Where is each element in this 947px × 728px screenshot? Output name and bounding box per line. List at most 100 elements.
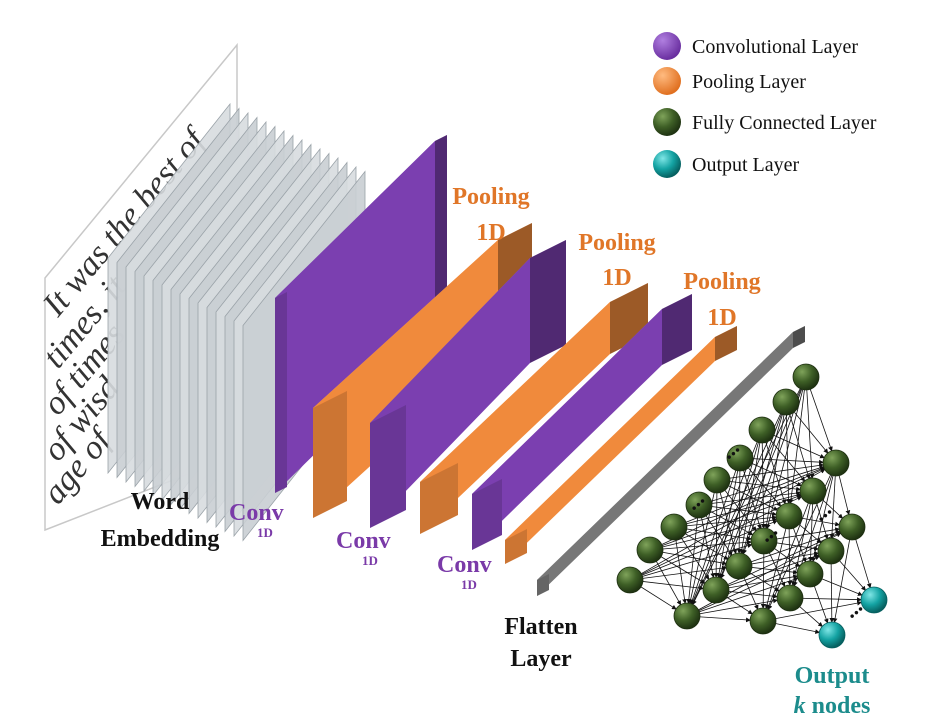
flatten-layer-right-face [793,326,805,348]
fc-node [799,477,827,505]
fc-connection [832,526,853,624]
fc-connection [811,462,837,563]
fc-connection [791,490,814,587]
output-k-variable: k [794,693,806,719]
conv-layer-3-front-face [472,309,662,550]
fc-connection [715,554,820,591]
word-embedding-stack [107,102,366,542]
fc-connection [736,457,742,554]
output-label-line1: Output [795,663,870,689]
conv-layer-3-edge-face [472,479,502,550]
fc-connection [788,376,807,504]
fc-connection [765,376,807,530]
pooling-layer-3-edge-face [505,529,527,564]
fc-node [792,363,820,391]
pooling-sub-label-2: 1D [602,265,631,291]
conv-layer-1 [275,135,447,493]
conv-layer-2-edge-face [370,405,406,528]
fc-connections [629,376,872,634]
fc-connection [649,517,778,551]
fc-connection [673,492,802,528]
fc-node [703,466,731,494]
fc-connection [698,465,825,506]
fc-connection [716,457,741,578]
legend-conv-swatch [653,32,681,60]
fc-connection [764,515,790,610]
fc-connection [739,429,763,554]
conv-layer-1-right-face [435,135,447,336]
word-embedding-label-line1: Word [131,489,190,515]
pooling-layer-3-front-face [505,337,715,564]
fc-connection [766,490,814,610]
fc-node [796,560,824,588]
fc-node [673,602,701,630]
conv-sub-label-2: 1D [362,553,378,568]
fc-connection [785,401,791,504]
fc-node [775,502,803,530]
fc-node [748,416,776,444]
output-node [860,586,888,614]
fc-node [660,513,688,541]
pooling-label-2: Pooling [578,230,655,256]
legend-fc-label: Fully Connected Layer [692,112,877,134]
fc-connection [629,496,803,581]
layer-blocks [275,135,805,596]
pooling-sub-label-3: 1D [707,305,736,331]
flatten-layer-edge-face [537,574,549,596]
fc-node [776,584,804,612]
fc-connection [690,457,741,605]
fc-node [726,444,754,472]
flatten-layer [537,326,805,596]
legend-output-swatch [653,150,681,178]
fc-node [817,537,845,565]
pooling-layer-2-edge-face [420,463,458,534]
legend-fc-swatch [653,108,681,136]
pooling-layer-3 [505,326,737,564]
legend-output-label: Output Layer [692,154,800,176]
legend: Convolutional Layer Pooling Layer Fully … [653,32,877,178]
fc-connection [716,479,801,492]
fc-nodes [616,363,888,649]
legend-pool-swatch [653,67,681,95]
fc-connection [649,539,752,551]
fc-connection [688,479,718,605]
pooling-layer-1 [313,223,532,518]
conv-layer-2-front-face [370,258,530,528]
conv-layer-3 [472,294,692,550]
fc-connection [805,376,815,479]
pooling-label-3: Pooling [683,269,760,295]
fc-connection [686,504,700,604]
fc-node [822,449,850,477]
output-node [818,621,846,649]
fc-node [636,536,664,564]
pooling-layer-1-edge-face [313,391,347,518]
pooling-label-1: Pooling [452,184,529,210]
word-embedding-label-line2: Embedding [101,526,220,552]
fc-node [838,513,866,541]
conv-label-2: Conv [336,528,391,554]
fc-node [772,388,800,416]
flatten-layer-front-face [537,332,793,596]
pooling-layer-2-front-face [420,302,610,534]
fc-connection [741,401,787,555]
fc-connection [762,600,863,622]
fc-connection [649,494,802,551]
fc-node [749,607,777,635]
conv-layer-2 [370,240,566,528]
conv-layer-2-right-face [530,240,566,363]
conv-sub-label-3: 1D [461,577,477,592]
conv-label-1: Conv [229,500,284,526]
conv-sub-label-1: 1D [257,525,273,540]
pooling-layer-1-front-face [313,240,498,518]
fc-connection [718,429,763,579]
legend-pool-label: Pooling Layer [692,71,806,93]
conv-layer-1-edge-face [275,292,287,493]
conv-layer-3-right-face [662,294,692,365]
fc-connection [686,598,778,617]
output-nodes-text: nodes [806,693,871,719]
fc-connection [715,574,798,591]
fc-connection [686,577,799,617]
pooling-layer-3-right-face [715,326,737,361]
